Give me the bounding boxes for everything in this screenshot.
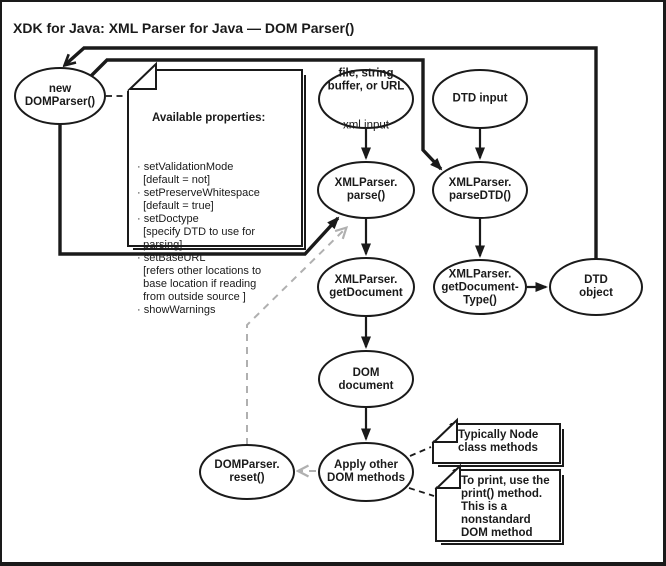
properties-note-shadow bbox=[133, 75, 306, 250]
properties-note-heading: Available properties: bbox=[152, 112, 266, 124]
properties-note-rect bbox=[127, 69, 303, 247]
node-label-dom-document: DOM document bbox=[338, 367, 394, 392]
print-note-text: To print, use the print() method. This i… bbox=[461, 475, 550, 539]
print-note-box bbox=[433, 463, 564, 545]
node-new-domparser bbox=[14, 67, 106, 125]
page-title: XDK for Java: XML Parser for Java — DOM … bbox=[13, 20, 355, 36]
node-reset bbox=[199, 444, 295, 500]
xml-input-sublabel: xml input bbox=[342, 119, 390, 132]
node-methods-note-corner-mask bbox=[430, 421, 453, 444]
node-label-parse: XMLParser. parse() bbox=[334, 177, 398, 202]
node-dtd-object bbox=[549, 258, 643, 316]
node-label-getdocumenttype: XMLParser. getDocument- Type() bbox=[441, 268, 519, 307]
node-label-dtd-object: DTD object bbox=[579, 274, 613, 299]
node-label-apply-dom-methods: Apply other DOM methods bbox=[327, 459, 405, 484]
node-label-getdocument: XMLParser. getDocument bbox=[329, 274, 403, 299]
node-xml-input bbox=[318, 69, 414, 129]
node-methods-note-box bbox=[430, 417, 564, 467]
node-parse bbox=[317, 161, 415, 219]
node-methods-note-shadow bbox=[438, 429, 564, 467]
note-fold-icon bbox=[434, 463, 461, 489]
connector-apply-methods-to-print-note bbox=[408, 487, 435, 497]
print-note-corner-mask bbox=[433, 467, 456, 490]
edge-new-domparser-to-parsedtd bbox=[86, 58, 443, 171]
node-methods-note-text: Typically Node class methods bbox=[458, 429, 539, 454]
properties-note-text: Available properties: · setValidationMod… bbox=[137, 76, 299, 353]
print-note-shadow bbox=[441, 475, 564, 545]
connector-apply-methods-to-node-methods-note bbox=[409, 446, 432, 457]
node-label-new-domparser: new DOMParser() bbox=[24, 83, 96, 108]
xml-input-main-label: file, string buffer, or URL bbox=[327, 67, 405, 93]
node-dtd-input bbox=[432, 69, 528, 129]
node-label-dtd-input: DTD input bbox=[452, 92, 508, 105]
node-getdocument bbox=[317, 257, 415, 317]
node-label-reset: DOMParser. reset() bbox=[214, 459, 280, 484]
node-label-parsedtd: XMLParser. parseDTD() bbox=[448, 177, 512, 202]
edge-new-domparser-to-parse bbox=[58, 123, 340, 256]
node-apply-dom-methods bbox=[318, 442, 414, 502]
note-fold-icon bbox=[431, 417, 458, 443]
edge-reset-to-parse bbox=[246, 229, 345, 445]
node-dom-document bbox=[318, 350, 414, 408]
note-fold-icon bbox=[127, 61, 157, 90]
node-label-xml-input: file, string buffer, or URL xml input bbox=[328, 42, 405, 159]
edge-dtd-object-to-new-domparser bbox=[66, 46, 598, 259]
node-getdocumenttype bbox=[433, 259, 527, 315]
node-parsedtd bbox=[432, 161, 528, 219]
properties-note-box bbox=[125, 61, 306, 250]
properties-note-lines: · setValidationMode [default = not] · se… bbox=[137, 161, 262, 316]
